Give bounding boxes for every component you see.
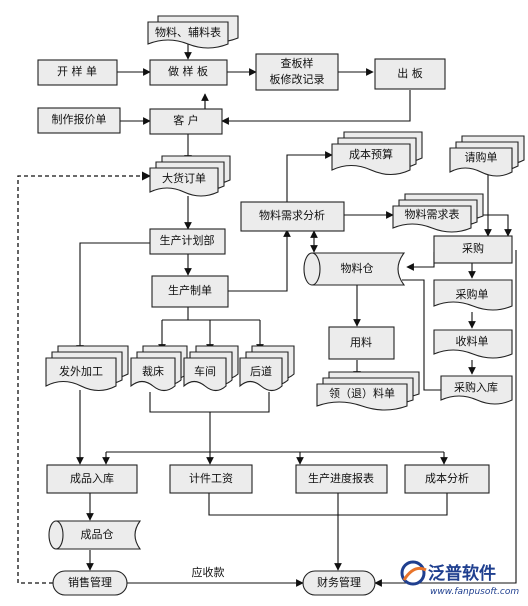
node-label: 采购入库 [454,380,498,394]
node-label: 请购单 [465,150,498,164]
watermark: 泛普软件 www.fanpusoft.com [400,560,519,597]
node-label: 领（退）料单 [329,386,395,400]
node-cost-analysis: 成本分析 [404,464,490,494]
node-material-usage: 用料 [328,326,395,360]
node-label: 做 样 板 [168,64,208,78]
edge-label-receivables: 应收款 [192,565,225,579]
node-label: 销售管理 [68,575,112,589]
node-purchase-request: 请购单 [449,135,525,177]
node-cutting: 裁床 [130,345,188,392]
node-label: 收料单 [456,334,489,348]
node-sales-management: 销售管理 [52,570,128,596]
node-label: 开 样 单 [57,64,97,78]
node-label: 成品入库 [70,472,114,485]
fanpu-logo-icon [400,560,427,586]
node-label: 生产制单 [168,283,212,297]
node-label: 发外加工 [59,364,103,378]
node-label: 大货订单 [162,171,206,185]
node-sample-revisions: 查板样 板修改记录 [255,53,339,91]
node-purchasing: 采购 [433,235,513,264]
node-label-line1: 查板样 [281,56,314,70]
node-label: 客 户 [173,113,199,127]
node-receipt: 收料单 [433,329,513,359]
node-label: 用料 [350,335,372,349]
node-label: 成品仓 [81,527,114,541]
node-quotation: 制作报价单 [37,107,121,134]
node-sample-making: 做 样 板 [149,59,228,86]
node-label: 物料仓 [341,261,374,275]
node-bulk-order: 大货订单 [149,155,231,197]
node-sample-order: 开 样 单 [37,59,118,86]
node-label: 采购单 [456,287,489,301]
node-materials-table: 物料、辅料表 [147,15,239,49]
node-customer: 客 户 [149,108,223,135]
watermark-brand: 泛普软件 [428,563,496,584]
node-cost-budget: 成本预算 [331,131,423,176]
node-label-line2: 板修改记录 [270,72,325,86]
node-production-planning: 生产计划部 [149,228,226,255]
node-workshop: 车间 [183,345,239,392]
node-label: 物料需求表 [405,207,460,221]
node-label: 计件工资 [189,472,233,485]
node-label: 制作报价单 [52,112,107,126]
node-label: 裁床 [142,364,164,378]
node-label: 后道 [250,364,272,378]
node-finished-goods-in: 成品入库 [46,464,138,494]
node-material-demand-analysis: 物料需求分析 [240,201,345,232]
node-sample-output: 出 板 [374,58,446,90]
node-production-progress-report: 生产进度报表 [295,464,388,494]
node-finished-warehouse: 成品仓 [48,520,142,550]
node-label: 成本预算 [349,147,393,161]
node-label: 物料需求分析 [259,208,325,222]
node-label: 财务管理 [317,575,361,589]
node-production-order: 生产制单 [151,275,229,308]
node-label: 生产计划部 [160,233,215,247]
node-label: 车间 [194,364,216,378]
node-label: 成本分析 [425,471,469,485]
node-label: 物料、辅料表 [155,25,221,39]
node-finishing: 后道 [239,345,295,392]
node-outsourcing: 发外加工 [45,345,129,392]
node-label: 出 板 [397,66,423,80]
node-material-demand-table: 物料需求表 [392,193,484,233]
node-label: 采购 [462,241,484,255]
node-pick-return-list: 领（退）料单 [316,371,420,411]
connectors [17,44,517,587]
node-piece-wage: 计件工资 [169,464,253,494]
node-label: 生产进度报表 [308,471,374,485]
node-purchase-in: 采购入库 [440,375,513,405]
node-material-warehouse: 物料仓 [303,252,406,286]
node-purchase-order: 采购单 [433,279,513,311]
watermark-url: www.fanpusoft.com [430,587,519,597]
node-finance-management: 财务管理 [302,570,376,596]
